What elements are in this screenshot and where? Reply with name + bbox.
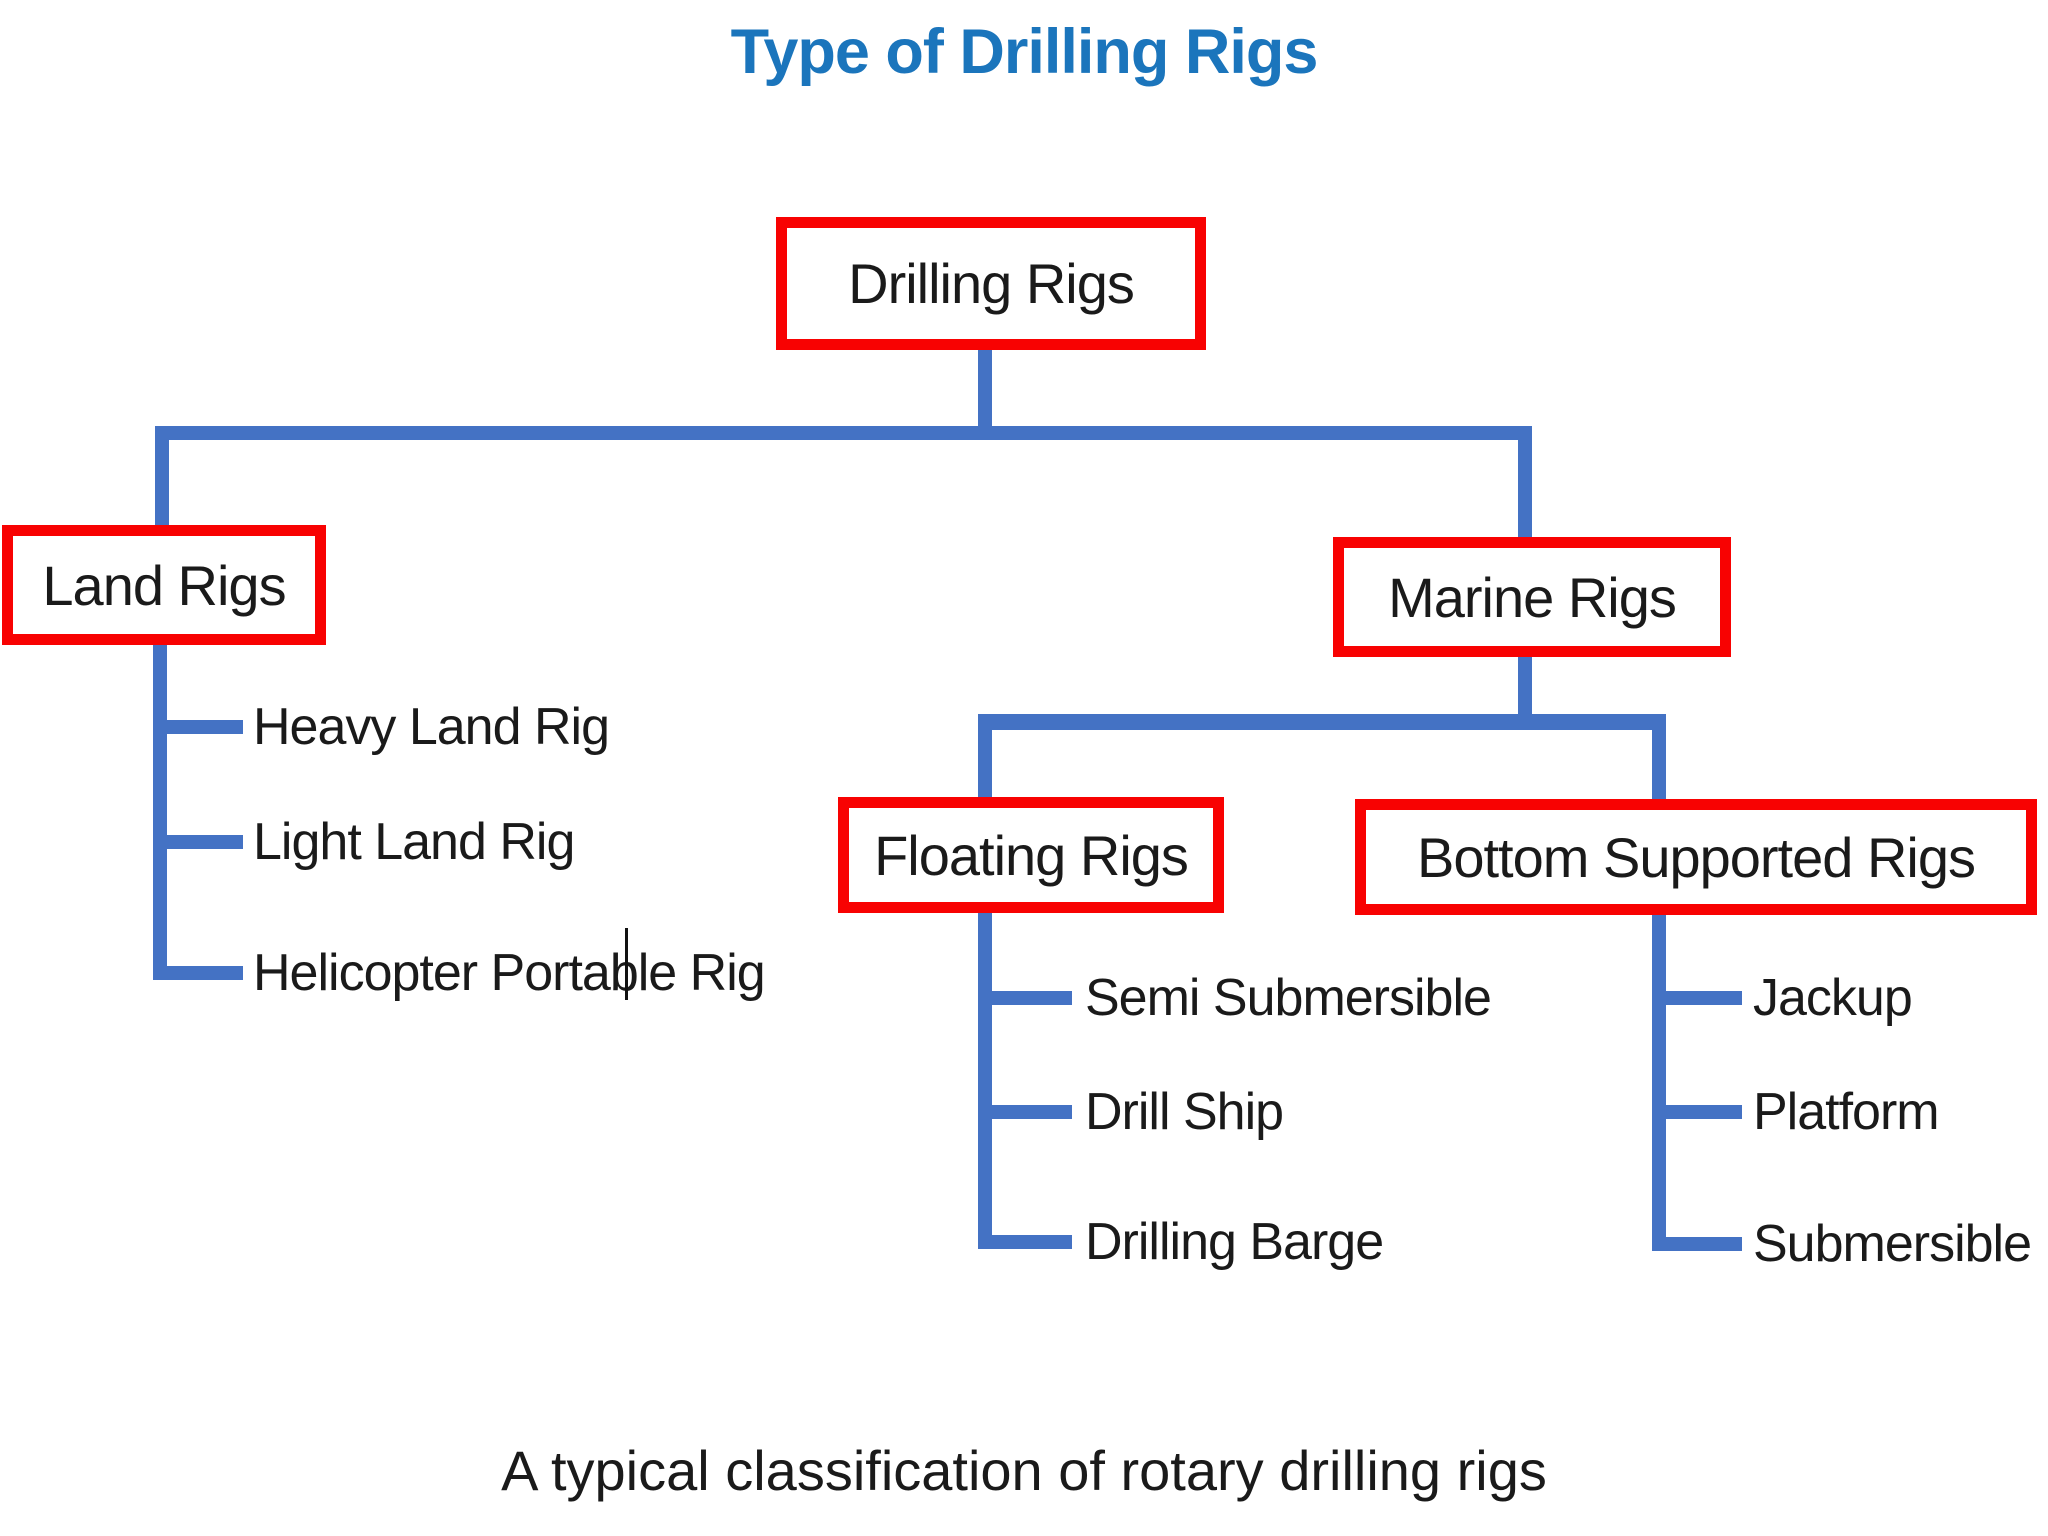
leaf-drill-ship: Drill Ship xyxy=(1085,1083,1284,1141)
connector-level1-horizontal xyxy=(155,426,1532,440)
connector-bottom-supported-tick-3 xyxy=(1652,1237,1742,1251)
connector-marine-drop xyxy=(1518,426,1532,537)
connector-land-tick-1 xyxy=(153,720,243,734)
leaf-heavy-land-rig: Heavy Land Rig xyxy=(253,698,610,756)
node-land-rigs-label: Land Rigs xyxy=(42,553,286,617)
leaf-platform: Platform xyxy=(1753,1083,1940,1141)
connector-bottom-supported-tick-2 xyxy=(1652,1105,1742,1119)
node-floating-rigs: Floating Rigs xyxy=(838,797,1224,913)
node-floating-rigs-label: Floating Rigs xyxy=(874,823,1189,887)
connector-floating-tick-1 xyxy=(978,991,1072,1005)
node-marine-rigs: Marine Rigs xyxy=(1333,537,1731,657)
connector-bottom-supported-tick-1 xyxy=(1652,991,1742,1005)
node-marine-rigs-label: Marine Rigs xyxy=(1388,565,1677,629)
node-bottom-supported-rigs-label: Bottom Supported Rigs xyxy=(1417,825,1976,889)
leaf-jackup: Jackup xyxy=(1753,969,1913,1027)
node-drilling-rigs: Drilling Rigs xyxy=(776,217,1206,350)
connector-floating-tick-2 xyxy=(978,1105,1072,1119)
connector-land-drop xyxy=(155,426,169,525)
leaf-helicopter-portable-rig: Helicopter Portable Rig xyxy=(253,944,766,1002)
connector-land-tick-2 xyxy=(153,835,243,849)
leaf-semi-submersible: Semi Submersible xyxy=(1085,969,1492,1027)
node-bottom-supported-rigs: Bottom Supported Rigs xyxy=(1355,799,2037,915)
connector-bottom-supported-trunk xyxy=(1652,913,1666,1251)
connector-land-trunk xyxy=(153,643,167,980)
leaf-light-land-rig: Light Land Rig xyxy=(253,813,575,871)
connector-bottom-supported-drop xyxy=(1652,714,1666,800)
connector-floating-drop xyxy=(978,714,992,798)
connector-root-vertical xyxy=(978,347,992,431)
text-caret xyxy=(625,928,628,1000)
node-drilling-rigs-label: Drilling Rigs xyxy=(848,252,1135,315)
leaf-drilling-barge: Drilling Barge xyxy=(1085,1213,1384,1271)
node-land-rigs: Land Rigs xyxy=(2,525,326,645)
leaf-submersible: Submersible xyxy=(1753,1215,2032,1273)
connector-floating-tick-3 xyxy=(978,1235,1072,1249)
diagram-caption: A typical classification of rotary drill… xyxy=(501,1439,1547,1502)
diagram-title: Type of Drilling Rigs xyxy=(730,17,1319,87)
connector-level2-horizontal xyxy=(978,714,1666,730)
connector-land-tick-3 xyxy=(153,966,243,980)
connector-marine-vertical xyxy=(1518,655,1532,729)
connector-floating-trunk xyxy=(978,911,992,1249)
